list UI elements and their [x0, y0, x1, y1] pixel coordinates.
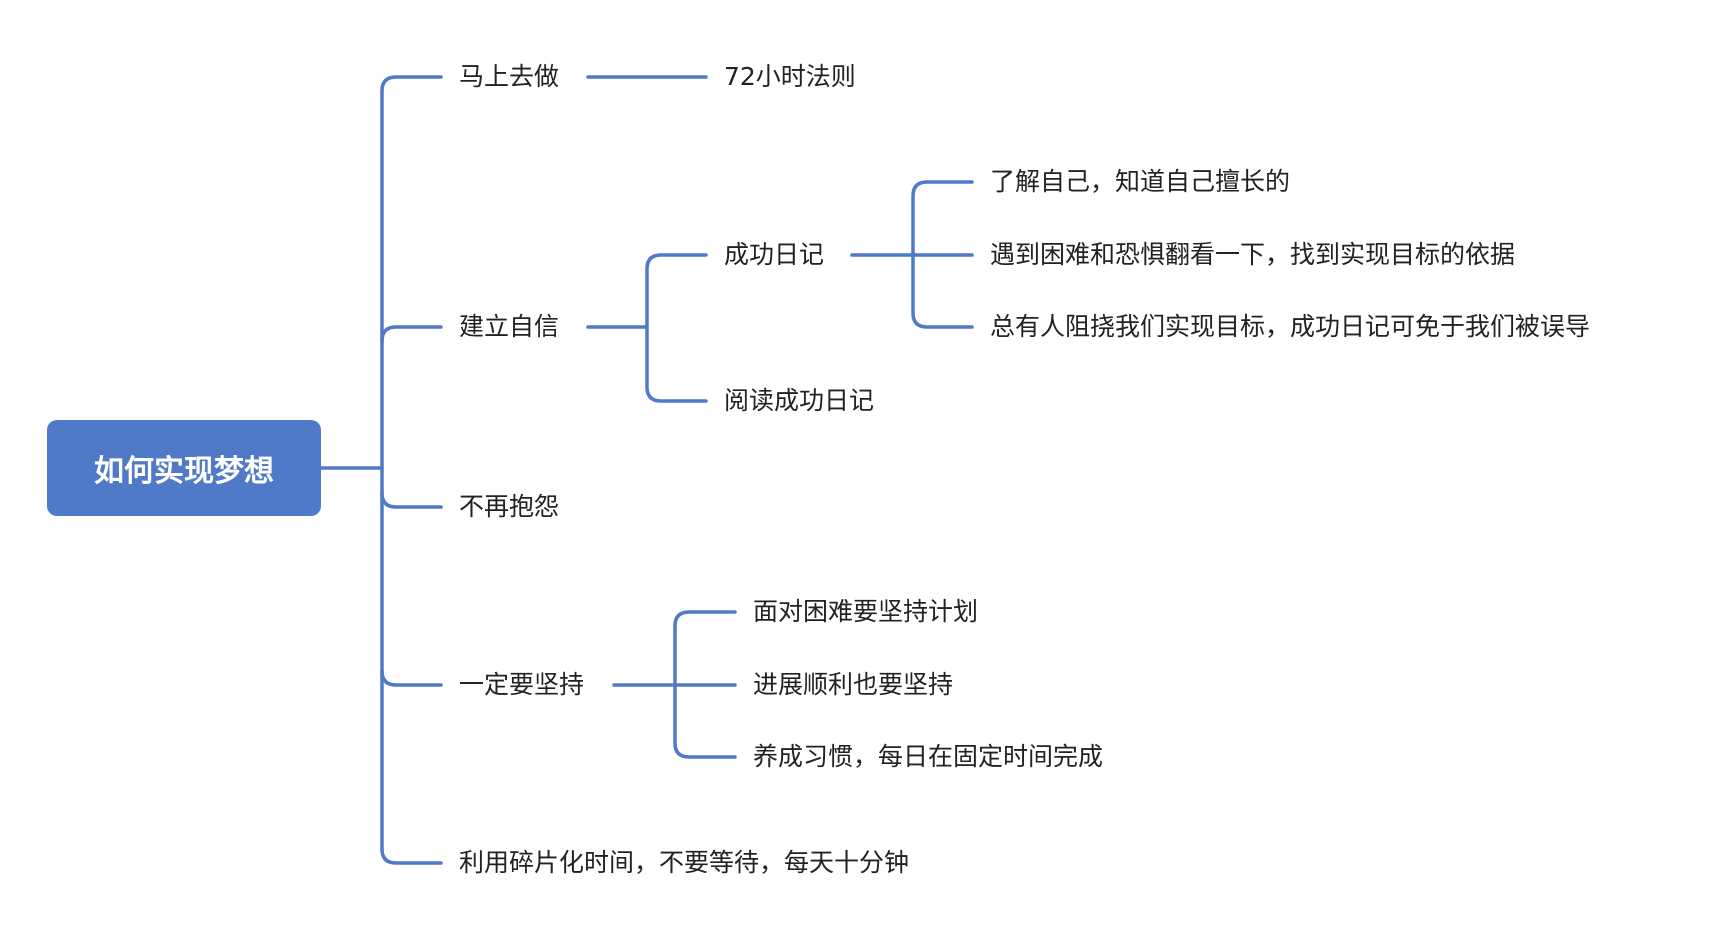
node-use-fragment-time[interactable]: 利用碎片化时间，不要等待，每天十分钟	[459, 848, 910, 877]
main-trunk	[380, 75, 443, 865]
node-avoid-misguidance[interactable]: 总有人阻挠我们实现目标，成功日记可免于我们被误导	[990, 312, 1591, 341]
node-face-difficulty[interactable]: 遇到困难和恐惧翻看一下，找到实现目标的依据	[990, 240, 1516, 269]
root-node[interactable]: 如何实现梦想	[47, 420, 321, 516]
node-do-now[interactable]: 马上去做	[459, 62, 560, 91]
node-72-hour-rule[interactable]: 72小时法则	[724, 62, 856, 91]
branch-line-build-confidence	[380, 325, 443, 343]
node-success-diary[interactable]: 成功日记	[724, 240, 825, 269]
subtrunk-build-confidence	[645, 253, 708, 403]
branch-line-no-complaints	[380, 491, 443, 509]
node-no-complaints[interactable]: 不再抱怨	[459, 492, 560, 521]
node-persist-smooth[interactable]: 进展顺利也要坚持	[753, 670, 954, 699]
node-build-habit[interactable]: 养成习惯，每日在固定时间完成	[753, 742, 1104, 771]
node-read-success-diary[interactable]: 阅读成功日记	[724, 386, 875, 415]
subtrunk-success-diary	[911, 180, 974, 329]
root-label: 如何实现梦想	[94, 454, 274, 489]
node-persist[interactable]: 一定要坚持	[459, 670, 585, 699]
subtrunk-persist	[673, 610, 737, 759]
node-persist-plan[interactable]: 面对困难要坚持计划	[753, 597, 979, 626]
node-know-yourself[interactable]: 了解自己，知道自己擅长的	[990, 167, 1291, 196]
node-build-confidence[interactable]: 建立自信	[459, 312, 560, 341]
branch-line-persist	[380, 669, 443, 687]
